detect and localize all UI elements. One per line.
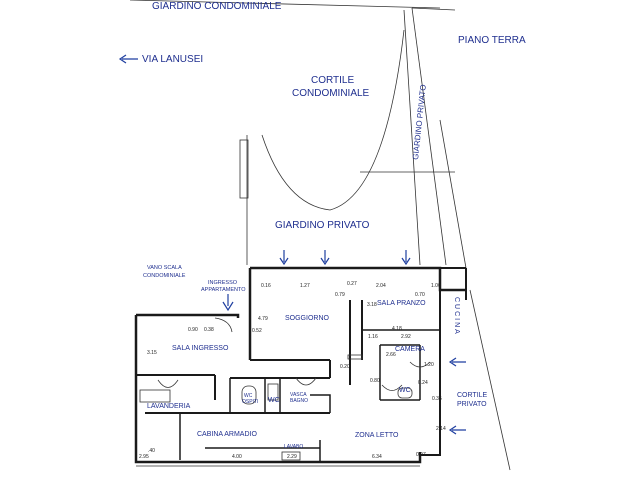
label-cucina: CUCINA (453, 297, 460, 336)
dim-214: 2.14 (436, 426, 446, 432)
label-soggiorno: SOGGIORNO (285, 315, 330, 322)
label-lavanderia: LAVANDERIA (147, 403, 191, 410)
dim-052: 0.52 (252, 328, 262, 334)
interior-walls (136, 300, 440, 462)
label-giardino-privato: GIARDINO PRIVATO (275, 220, 370, 231)
dim-070: 0.70 (415, 292, 425, 298)
dim-127: 1.27 (300, 283, 310, 289)
entrance-arrows (118, 54, 466, 435)
arrow-down-icon (222, 294, 234, 312)
private-garden-strip-right (411, 7, 447, 266)
arrow-left-icon (118, 54, 138, 64)
label-cabina-armadio: CABINA ARMADIO (197, 431, 257, 438)
dim-020: 0.20 (340, 364, 350, 370)
dim-035: 0.35 (432, 396, 442, 402)
dim-116: 1.16 (368, 334, 378, 340)
label-vasca: VASCA (290, 392, 307, 398)
label-cortile-privato: CORTILE (457, 392, 488, 399)
arrow-left-icon (448, 357, 466, 367)
label-sala-ingresso: SALA INGRESSO (172, 345, 229, 352)
label-zona-letto: ZONA LETTO (355, 432, 399, 439)
label-camera: CAMERA (395, 346, 425, 353)
label-bagno: BAGNO (290, 398, 308, 404)
labels: GIARDINO CONDOMINIALE PIANO TERRA VIA LA… (142, 1, 526, 450)
label-ingresso: INGRESSO (208, 280, 238, 286)
boundary-top-line (129, 0, 441, 9)
dim-080: 0.80 (370, 378, 380, 384)
private-courtyard-diagonal (469, 289, 511, 471)
label-vano-scala-condominiale: CONDOMINIALE (143, 273, 186, 279)
label-wc-camera: WC (399, 387, 411, 394)
label-giardino-condominiale: GIARDINO CONDOMINIALE (152, 1, 282, 12)
label-cortile: CORTILE (311, 75, 354, 86)
dim-204: 2.04 (376, 283, 386, 289)
dim-097: 0.97 (416, 452, 426, 458)
courtyard-arc (261, 29, 405, 211)
label-wc: WC (268, 397, 280, 404)
arrow-left-icon (448, 425, 466, 435)
garden-pillar (239, 139, 249, 199)
label-via-lanusei: VIA LANUSEI (142, 54, 203, 65)
garden-boundary-right (411, 7, 456, 11)
dim-024: 0.24 (418, 380, 428, 386)
dim-266: 2.66 (386, 352, 396, 358)
dim-027: 0.27 (347, 281, 357, 287)
label-piano-terra: PIANO TERRA (458, 35, 526, 46)
dim-016: 0.16 (261, 283, 271, 289)
label-wc-ospiti: WC (244, 393, 253, 399)
dim-040: .40 (148, 448, 155, 454)
label-appartamento: APPARTAMENTO (201, 287, 246, 293)
label-condominiale: CONDOMINIALE (292, 88, 370, 99)
dim-634: 6.34 (372, 454, 382, 460)
dim-400: 4.00 (232, 454, 242, 460)
label-lavabo: LAVABO (284, 444, 303, 450)
label-vano-scala: VANO SCALA (147, 265, 182, 271)
dim-100: 1.00 (431, 283, 441, 289)
dim-418: 4.18 (392, 326, 402, 332)
label-giardino-privato-side: GIARDINO PRIVATO (411, 84, 428, 160)
dim-292: 2.92 (401, 334, 411, 340)
building-walls (134, 266, 467, 464)
dim-295: 2.95 (139, 454, 149, 460)
dim-120: 1.20 (424, 362, 434, 368)
dimensions: 0.16 1.27 0.27 2.04 1.00 0.79 3.18 0.70 … (139, 281, 446, 460)
dim-079: 0.79 (335, 292, 345, 298)
arrow-down-icon (279, 250, 289, 266)
dim-315: 3.15 (147, 350, 157, 356)
dim-479: 4.79 (258, 316, 268, 322)
label-ospiti: OSPITI (242, 399, 258, 405)
courtyard-diagonal (439, 119, 467, 269)
dim-318: 3.18 (367, 302, 377, 308)
dim-229: 2.29 (287, 454, 297, 460)
fixtures (139, 354, 413, 461)
arrow-down-icon (401, 250, 411, 266)
label-sala-pranzo: SALA PRANZO (377, 300, 426, 307)
doors (157, 317, 431, 391)
dim-038: 0.38 (204, 327, 214, 333)
dim-090: 0.90 (188, 327, 198, 333)
arrow-down-icon (320, 250, 330, 266)
label-privato: PRIVATO (457, 401, 487, 408)
private-garden-strip-left (403, 9, 421, 266)
